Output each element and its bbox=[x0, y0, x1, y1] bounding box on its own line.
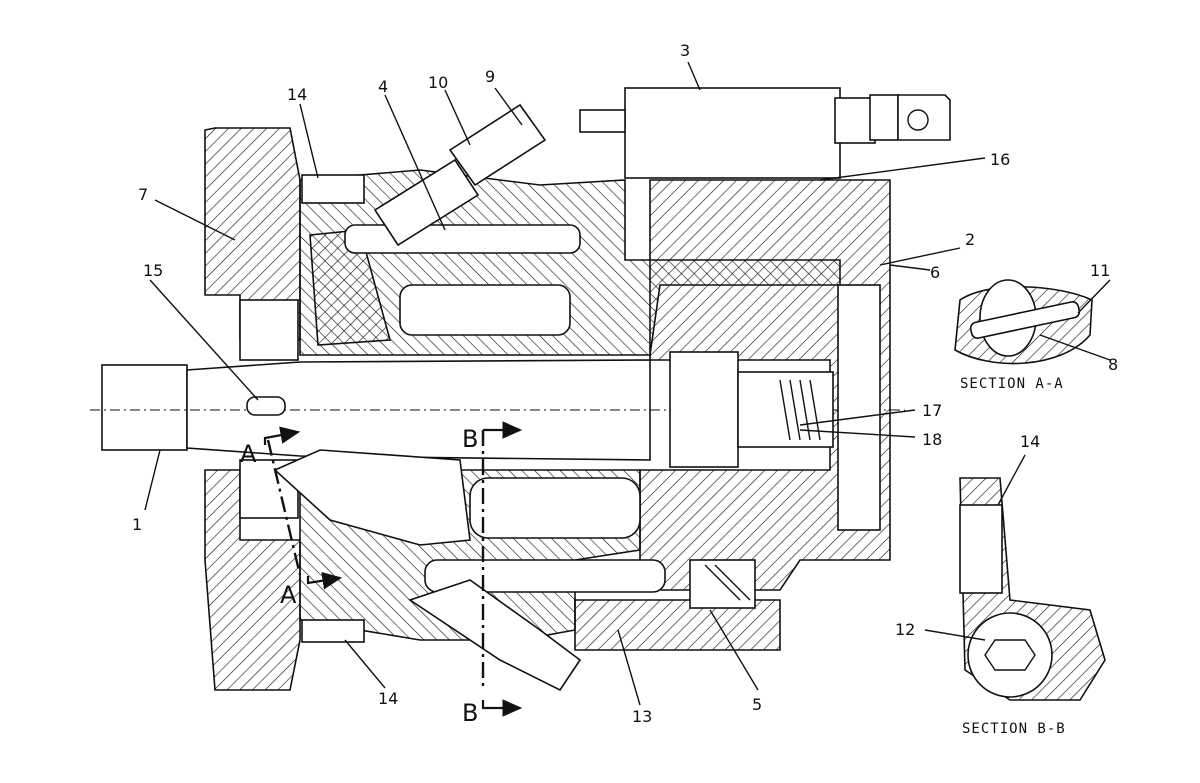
callout-8: 8 bbox=[1108, 355, 1118, 374]
section-b-b-bolt-head bbox=[967, 612, 1053, 698]
section-marker-a-upper: A bbox=[240, 440, 257, 468]
control-valve-cap bbox=[834, 97, 876, 144]
section-b-b-hex-socket bbox=[984, 639, 1036, 671]
shaft-bearing bbox=[239, 299, 299, 361]
bolt-lower-14 bbox=[301, 619, 365, 643]
piston-lower bbox=[469, 477, 641, 539]
callout-12: 12 bbox=[895, 620, 915, 639]
section-a-a-pin bbox=[969, 301, 1081, 339]
callout-10: 10 bbox=[428, 73, 448, 92]
input-shaft-stub bbox=[101, 364, 188, 451]
callout-14-lower: 14 bbox=[378, 689, 398, 708]
callout-14-section-b: 14 bbox=[1020, 432, 1040, 451]
section-b-b-title: SECTION B-B bbox=[962, 721, 1066, 737]
section-b-b-bearing bbox=[959, 504, 1003, 594]
servo-piston-lower bbox=[424, 559, 666, 593]
section-a-cutline bbox=[266, 439, 302, 576]
servo-piston-upper bbox=[344, 224, 581, 254]
callout-18: 18 bbox=[922, 430, 942, 449]
section-marker-b-upper: B bbox=[462, 425, 478, 453]
compensator-top-body bbox=[373, 158, 480, 247]
callout-4: 4 bbox=[378, 77, 388, 96]
control-valve-body bbox=[624, 87, 841, 179]
bolt-upper-14 bbox=[301, 174, 365, 204]
leader-lines bbox=[144, 61, 1111, 706]
solenoid-nut bbox=[869, 94, 899, 141]
callout-6: 6 bbox=[930, 263, 940, 282]
callout-7: 7 bbox=[138, 185, 148, 204]
piston-upper bbox=[399, 284, 571, 336]
adjust-screw bbox=[579, 109, 626, 133]
callout-17: 17 bbox=[922, 401, 942, 420]
section-a-a-title: SECTION A-A bbox=[960, 376, 1064, 392]
key-pin bbox=[246, 396, 286, 416]
callout-2: 2 bbox=[965, 230, 975, 249]
section-a-a-view: SECTION A-A bbox=[954, 279, 1093, 392]
spring-coils bbox=[779, 379, 821, 441]
solenoid-connector bbox=[897, 94, 951, 141]
section-marker-b-lower: B bbox=[462, 699, 478, 727]
swashplate-lower bbox=[273, 449, 471, 546]
callout-1: 1 bbox=[132, 515, 142, 534]
callout-3: 3 bbox=[680, 41, 690, 60]
callout-labels: 1 2 3 4 5 6 7 8 9 10 11 12 13 14 14 14 1… bbox=[132, 41, 1118, 726]
callout-11: 11 bbox=[1090, 261, 1110, 280]
compensator-bottom bbox=[408, 579, 582, 692]
swashplate-upper bbox=[309, 229, 392, 346]
main-section-view: A A B B bbox=[90, 87, 951, 727]
callout-9: 9 bbox=[485, 67, 495, 86]
end-plate bbox=[837, 284, 881, 531]
callout-16: 16 bbox=[990, 150, 1010, 169]
coupling-hub bbox=[669, 351, 739, 468]
callout-15: 15 bbox=[143, 261, 163, 280]
callout-13: 13 bbox=[632, 707, 652, 726]
section-marker-a-lower: A bbox=[280, 581, 297, 609]
connector-hole bbox=[907, 109, 929, 131]
section-b-b-view: SECTION B-B bbox=[959, 477, 1106, 737]
callout-14-upper: 14 bbox=[287, 85, 307, 104]
lower-spool bbox=[689, 559, 756, 609]
callout-5: 5 bbox=[752, 695, 762, 714]
